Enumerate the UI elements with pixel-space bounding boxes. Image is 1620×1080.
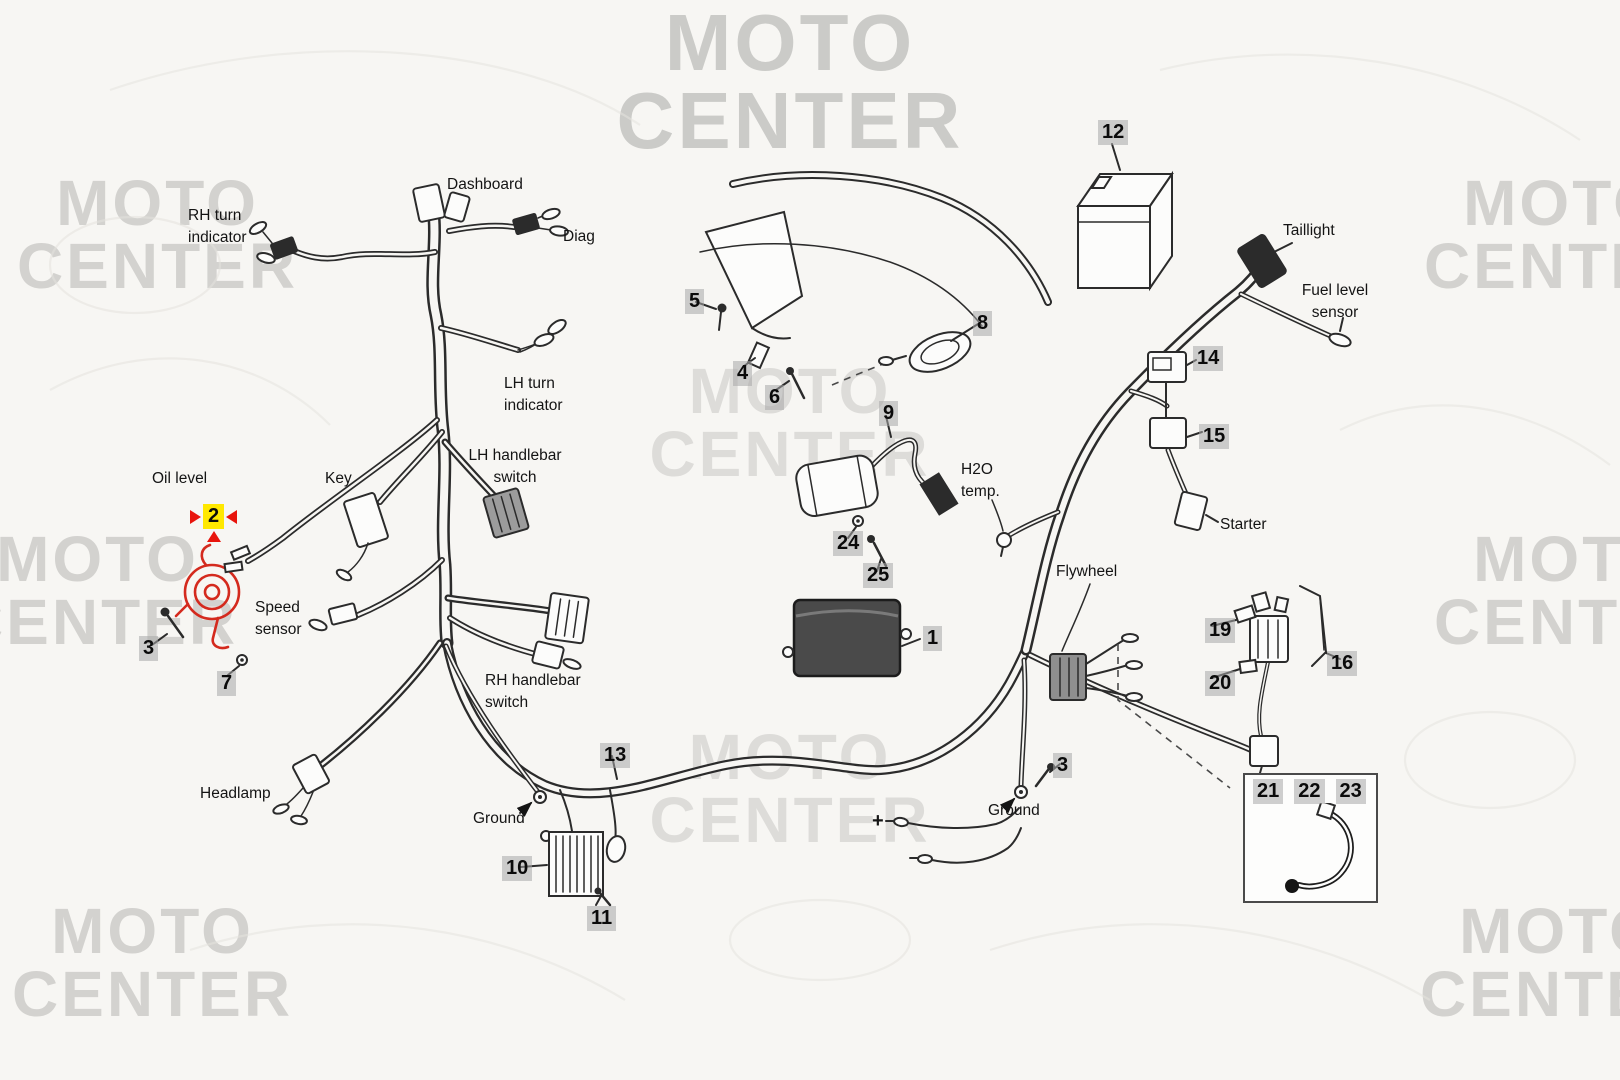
part-badge-22[interactable]: 22 xyxy=(1294,779,1325,804)
watermark-line: CENTER xyxy=(649,783,931,856)
part-badge-3-left[interactable]: 3 xyxy=(139,636,159,661)
voltage-regulator xyxy=(540,789,627,907)
label-lh-turn-indicator: LH turn indicator xyxy=(504,375,563,415)
label-rh-handlebar-switch: RH handlebar switch xyxy=(485,672,581,712)
watermark-bottom-right: MOTO CENTER xyxy=(1388,895,1620,1030)
part-badge-8[interactable]: 8 xyxy=(973,311,993,336)
horn-highlighted-part[interactable] xyxy=(160,543,248,666)
inset-cable-parts-box: 21 22 23 xyxy=(1243,773,1378,903)
label-oil-level: Oil level xyxy=(152,470,208,487)
watermark-line: MOTO xyxy=(1459,895,1620,967)
part-badge-23[interactable]: 23 xyxy=(1335,779,1366,804)
watermark-top-center: MOTO CENTER xyxy=(600,0,980,166)
part-badge-12[interactable]: 12 xyxy=(1098,120,1129,145)
ignition-coil xyxy=(795,454,959,568)
label-headlamp: Headlamp xyxy=(200,785,271,802)
flasher-relay-part-8 xyxy=(878,331,972,373)
watermark-mid-left: MOTO CENTER xyxy=(0,523,270,653)
part-badge-2-selected[interactable]: 2 xyxy=(203,504,225,529)
part-badge-24[interactable]: 24 xyxy=(833,531,864,556)
label-key: Key xyxy=(325,470,352,487)
selection-arrow-right-icon xyxy=(226,509,238,524)
part-badge-6[interactable]: 6 xyxy=(765,385,785,410)
selection-arrow-left-icon xyxy=(190,509,201,524)
label-dashboard: Dashboard xyxy=(447,176,523,193)
label-fuel-level-sensor: Fuel level sensor xyxy=(1301,282,1369,322)
part-badge-19[interactable]: 19 xyxy=(1205,618,1236,643)
cable-drawing xyxy=(1285,803,1354,893)
watermark-line: MOTO xyxy=(664,0,916,87)
label-ground-left: Ground xyxy=(473,810,525,827)
part-badge-9[interactable]: 9 xyxy=(879,401,899,426)
watermark-line: CENTER xyxy=(616,76,964,166)
part-badge-16[interactable]: 16 xyxy=(1327,651,1358,676)
label-flywheel: Flywheel xyxy=(1056,563,1118,580)
label-diag: Diag xyxy=(563,228,595,245)
label-lh-handlebar-switch: LH handlebar switch xyxy=(468,447,562,487)
part-badge-20[interactable]: 20 xyxy=(1205,671,1236,696)
watermark-line: MOTO xyxy=(0,523,199,595)
label-rh-turn-indicator: RH turn indicator xyxy=(188,207,247,247)
watermark-line: MOTO xyxy=(51,895,254,967)
label-starter: Starter xyxy=(1220,516,1267,533)
watermark-line: MOTO xyxy=(1463,167,1620,239)
part-badge-5[interactable]: 5 xyxy=(685,289,705,314)
label-taillight: Taillight xyxy=(1283,222,1335,239)
inset-part-numbers: 21 22 23 xyxy=(1253,779,1366,804)
label-h2o-temp: H2O temp. xyxy=(961,461,1000,501)
cdi-unit xyxy=(782,598,912,678)
watermark-line: MOTO xyxy=(1473,523,1620,595)
part-badge-7[interactable]: 7 xyxy=(217,671,237,696)
background-sketch-lines xyxy=(48,50,1611,1001)
selection-arrow-bottom-icon xyxy=(206,531,221,542)
part-badge-3-right[interactable]: 3 xyxy=(1053,753,1073,778)
label-ground-right: Ground xyxy=(988,802,1040,819)
selected-part-marker[interactable]: 2 xyxy=(190,504,238,542)
watermark-mid-right: MOTO CENTER xyxy=(1402,523,1620,658)
part-badge-13[interactable]: 13 xyxy=(600,743,631,768)
watermark-line: CENTER xyxy=(1433,585,1620,658)
battery-positive-symbol: + xyxy=(872,810,884,832)
right-harness-components xyxy=(996,234,1352,799)
part-badge-21[interactable]: 21 xyxy=(1253,779,1284,804)
watermark-upper-right: MOTO CENTER xyxy=(1392,167,1620,302)
battery-lead-terminals: + xyxy=(872,807,1022,864)
mounting-bracket-assembly xyxy=(699,210,983,400)
label-speed-sensor: Speed sensor xyxy=(255,599,302,639)
part-badge-15[interactable]: 15 xyxy=(1199,424,1230,449)
part-badge-11[interactable]: 11 xyxy=(587,906,617,931)
left-harness-connectors xyxy=(223,183,590,826)
part-badge-10[interactable]: 10 xyxy=(502,856,533,881)
part-badge-4[interactable]: 4 xyxy=(733,361,753,386)
watermark-line: CENTER xyxy=(11,957,294,1030)
watermark-line: CENTER xyxy=(1423,229,1620,302)
watermark-bottom-left: MOTO CENTER xyxy=(0,895,325,1030)
part-badge-14[interactable]: 14 xyxy=(1193,346,1224,371)
battery xyxy=(1076,170,1174,292)
part-badge-25[interactable]: 25 xyxy=(863,563,894,588)
watermark-line: CENTER xyxy=(1419,957,1620,1030)
starter-relay-assembly xyxy=(1117,585,1328,789)
part-badge-1[interactable]: 1 xyxy=(923,626,943,651)
watermark-low-center: MOTO CENTER xyxy=(600,725,980,856)
watermark-upper-left: MOTO CENTER xyxy=(0,171,330,302)
watermark-line: CENTER xyxy=(16,229,299,302)
